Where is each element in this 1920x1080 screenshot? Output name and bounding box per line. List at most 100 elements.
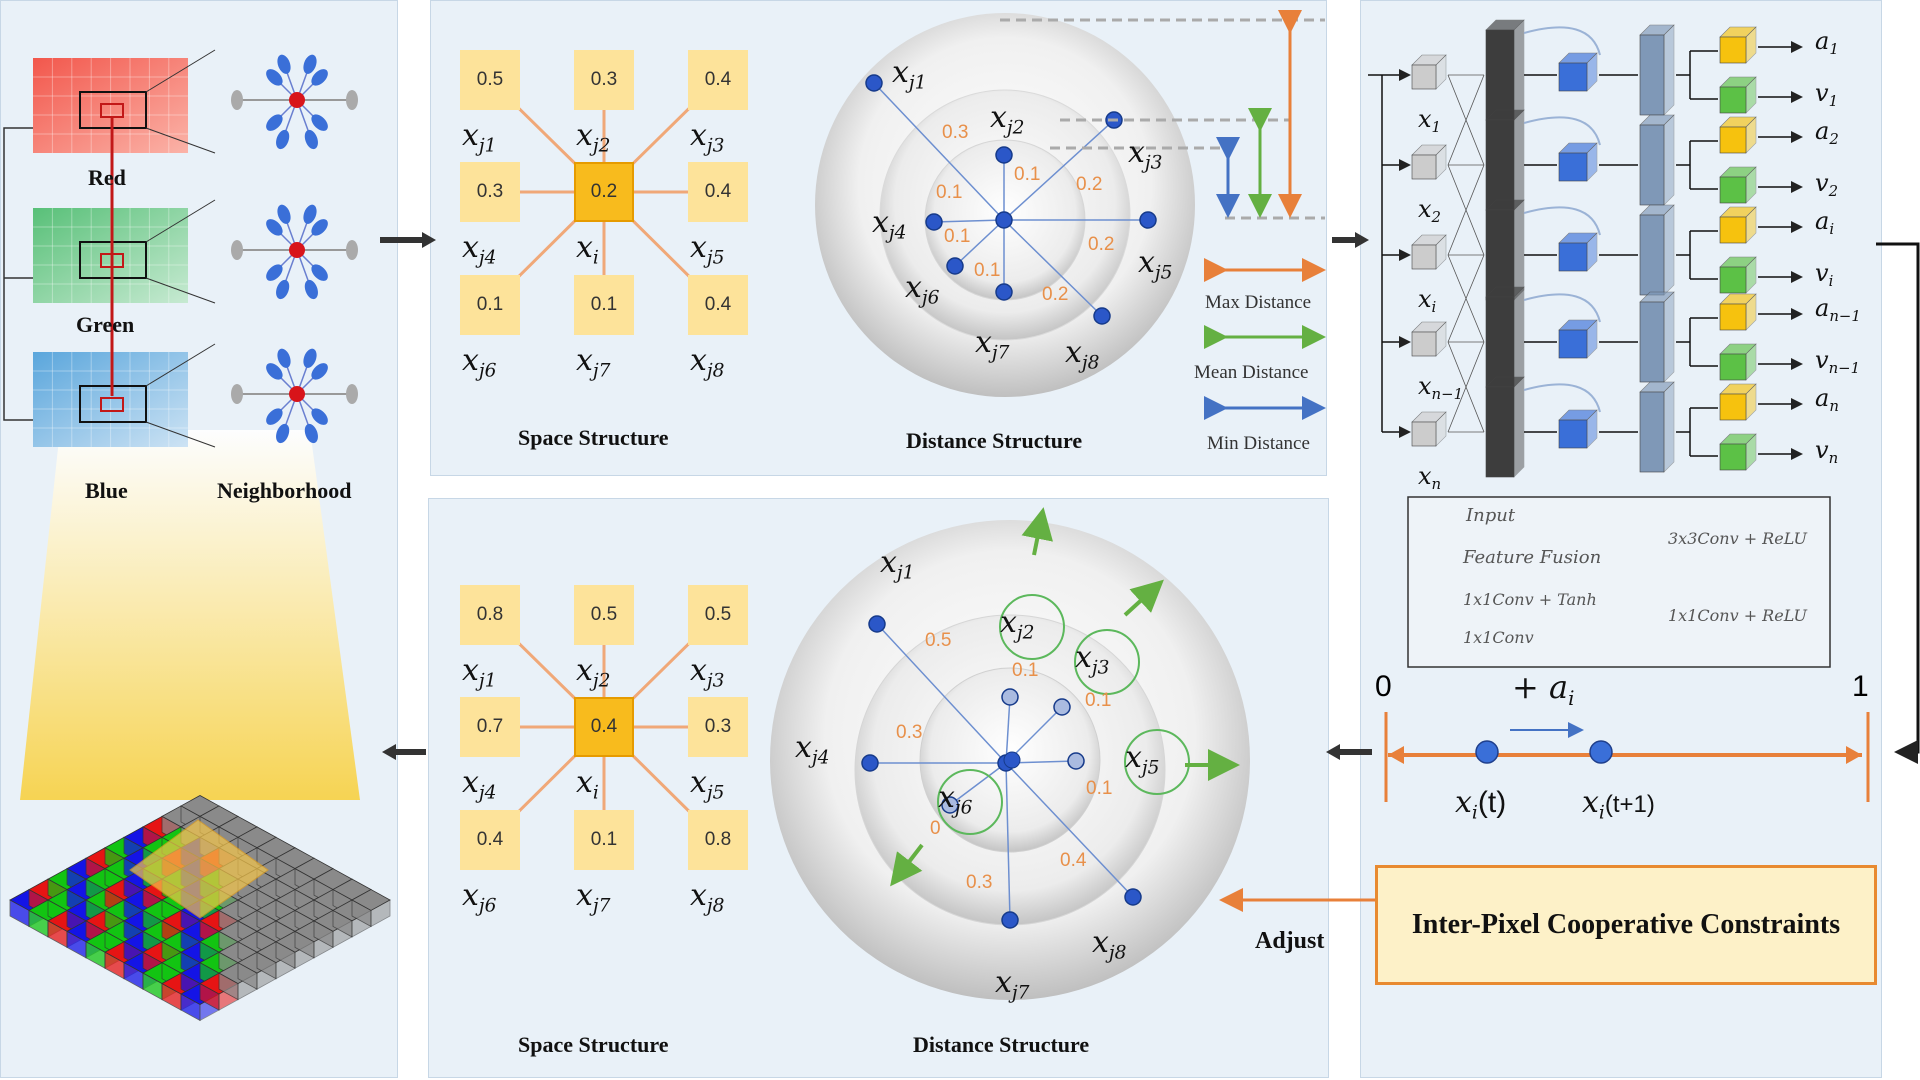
top-spoke xyxy=(1003,119,1115,221)
legend-conv-label: 1x1Conv xyxy=(1463,628,1534,647)
bottom-node-j3-symbol: x xyxy=(690,653,707,688)
xi-t-suffix: (t) xyxy=(1477,786,1507,819)
top-dist-node-j1-sub: j1 xyxy=(908,72,927,94)
bottom-node-j2-sub: j2 xyxy=(592,670,611,692)
network-diagram xyxy=(1368,19,1803,651)
channel-label-green: Green xyxy=(76,312,135,337)
bottom-cell-j1: 0.8 xyxy=(460,585,520,645)
network-legend xyxy=(1407,496,1831,668)
top-dist-node-j8-symbol: x xyxy=(1065,335,1082,370)
top-cell-j2: 0.3 xyxy=(574,50,634,110)
top-dist-node-j8-sub: j8 xyxy=(1081,352,1100,374)
top-point-j8 xyxy=(1093,307,1111,325)
net-fusion-block xyxy=(1558,52,1598,92)
top-node-j3-sub: j3 xyxy=(706,135,725,157)
net-output-a-0-sub: 1 xyxy=(1829,40,1839,59)
top-dist-node-j8: xj8 xyxy=(1065,335,1100,374)
bottom-node-j8-sub: j8 xyxy=(706,895,725,917)
bottom-node-j1-sub: j1 xyxy=(478,670,497,692)
top-dist-node-j3: xj3 xyxy=(1128,135,1163,174)
neighborhood-label: Neighborhood xyxy=(217,478,352,503)
bottom-ring-label: 0.1 xyxy=(1085,690,1112,711)
bottom-point-j8 xyxy=(1124,888,1142,906)
net-output-v-3-symbol: v xyxy=(1815,346,1829,374)
top-cell-j5: 0.4 xyxy=(688,162,748,222)
top-spoke xyxy=(873,82,1005,221)
bayer-mosaic xyxy=(9,795,391,1022)
bottom-space-title: Space Structure xyxy=(518,1032,669,1057)
bottom-cell-j3: 0.5 xyxy=(688,585,748,645)
top-node-j7-symbol: x xyxy=(576,343,593,378)
net-output-a-4: an xyxy=(1815,384,1839,415)
top-cell-i: 0.2 xyxy=(574,162,634,222)
bottom-cell-j5: 0.3 xyxy=(688,697,748,757)
increment-text: + a xyxy=(1512,668,1569,706)
top-cell-j4: 0.3 xyxy=(460,162,520,222)
bottom-node-j5-sub: j5 xyxy=(706,782,725,804)
top-ring-label: 0.2 xyxy=(1042,284,1069,305)
distance-bars xyxy=(1216,10,1302,218)
net-input-label-0-symbol: x xyxy=(1418,105,1432,133)
net-output-a-4-symbol: a xyxy=(1815,384,1830,412)
top-dist-node-j4-sub: j4 xyxy=(888,222,907,244)
top-point-j2 xyxy=(995,146,1013,164)
net-output-v-0-sub: 1 xyxy=(1828,92,1839,111)
net-conv-block xyxy=(1719,76,1757,114)
top-ring-label: 0.2 xyxy=(1088,234,1115,255)
top-point-j6 xyxy=(946,257,964,275)
bottom-node-j2: xj2 xyxy=(576,653,611,692)
net-output-v-2: vi xyxy=(1815,259,1833,290)
top-dist-node-j2-sub: j2 xyxy=(1006,117,1025,139)
top-node-j2-symbol: x xyxy=(576,118,593,153)
net-input-label-4-symbol: x xyxy=(1418,462,1432,490)
top-dist-node-j1: xj1 xyxy=(892,55,927,94)
top-dist-node-j2-symbol: x xyxy=(990,100,1007,135)
pixel-beam xyxy=(20,430,360,800)
bottom-spoke xyxy=(876,623,1007,764)
bottom-spoke xyxy=(1005,696,1011,764)
net-input-label-3: xn−1 xyxy=(1418,372,1463,403)
point-xi-t1 xyxy=(1589,740,1613,764)
bottom-dist-node-j3-sub: j3 xyxy=(1091,657,1110,679)
bottom-dist-node-j4: xj4 xyxy=(795,730,830,769)
bottom-spoke xyxy=(1005,762,1011,921)
net-tanh-block xyxy=(1719,26,1757,64)
bottom-dist-node-j3-symbol: x xyxy=(1075,640,1092,675)
net-conv3-block xyxy=(1485,109,1525,211)
net-conv3-block xyxy=(1485,199,1525,301)
bottom-point-j2 xyxy=(1001,688,1019,706)
net-input-block xyxy=(1411,144,1447,180)
bottom-ring-label: 0.1 xyxy=(1012,660,1039,681)
net-conv3-block xyxy=(1485,19,1525,121)
bottom-cell-i: 0.4 xyxy=(574,697,634,757)
bottom-dist-node-j3: xj3 xyxy=(1075,640,1110,679)
bottom-node-j4-sub: j4 xyxy=(478,782,497,804)
top-center-point xyxy=(995,211,1013,229)
bottom-dist-node-j7: xj7 xyxy=(995,965,1030,1004)
top-node-j4-symbol: x xyxy=(462,230,479,265)
net-conv1-block xyxy=(1639,291,1675,383)
net-input-block xyxy=(1411,411,1447,447)
bottom-dist-node-j2-symbol: x xyxy=(1000,605,1017,640)
net-output-a-3-symbol: a xyxy=(1815,294,1830,322)
top-ring-label: 0.1 xyxy=(974,260,1001,281)
bottom-dist-node-j8: xj8 xyxy=(1092,925,1127,964)
bottom-dist-node-j8-symbol: x xyxy=(1092,925,1109,960)
net-input-label-3-symbol: x xyxy=(1418,372,1432,400)
bottom-dist-node-j6-sub: j6 xyxy=(954,797,973,819)
net-output-a-4-sub: n xyxy=(1829,397,1839,416)
bottom-dist-node-j8-sub: j8 xyxy=(1108,942,1127,964)
bottom-point-j4 xyxy=(861,754,879,772)
top-dist-node-j4: xj4 xyxy=(872,205,907,244)
top-dist-node-j2: xj2 xyxy=(990,100,1025,139)
xi-t1-label: xi(t+1) xyxy=(1582,785,1655,824)
bottom-node-j7-symbol: x xyxy=(576,878,593,913)
net-output-v-4: vn xyxy=(1815,436,1838,467)
number-line-start: 0 xyxy=(1375,670,1392,703)
net-conv-block xyxy=(1719,433,1757,471)
top-dist-node-j7-symbol: x xyxy=(975,325,992,360)
bottom-dist-node-j7-symbol: x xyxy=(995,965,1012,1000)
net-output-a-1-symbol: a xyxy=(1815,117,1830,145)
net-input-label-2-symbol: x xyxy=(1418,285,1432,313)
bottom-ring-label: 0.1 xyxy=(1086,778,1113,799)
